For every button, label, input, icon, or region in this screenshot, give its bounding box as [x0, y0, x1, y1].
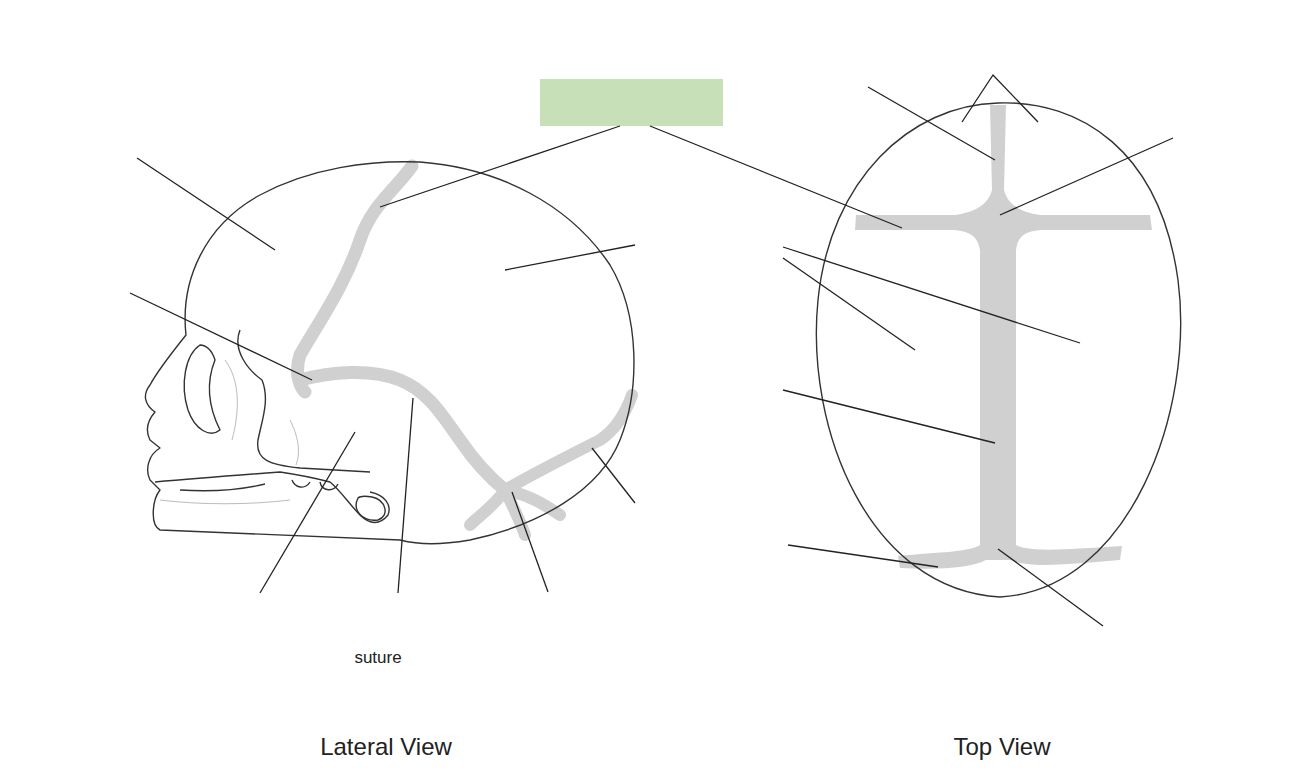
- view-title: Lateral View: [320, 733, 452, 761]
- top-skull-outline: [816, 103, 1180, 597]
- top-sutures: [855, 105, 1152, 569]
- lateral-sutures: [298, 166, 632, 535]
- leader-lines: [130, 75, 1173, 626]
- suture-label: suture: [354, 648, 401, 668]
- view-title: Top View: [954, 733, 1051, 761]
- answer-box: [540, 79, 723, 126]
- lateral-skull-outline: [145, 162, 634, 544]
